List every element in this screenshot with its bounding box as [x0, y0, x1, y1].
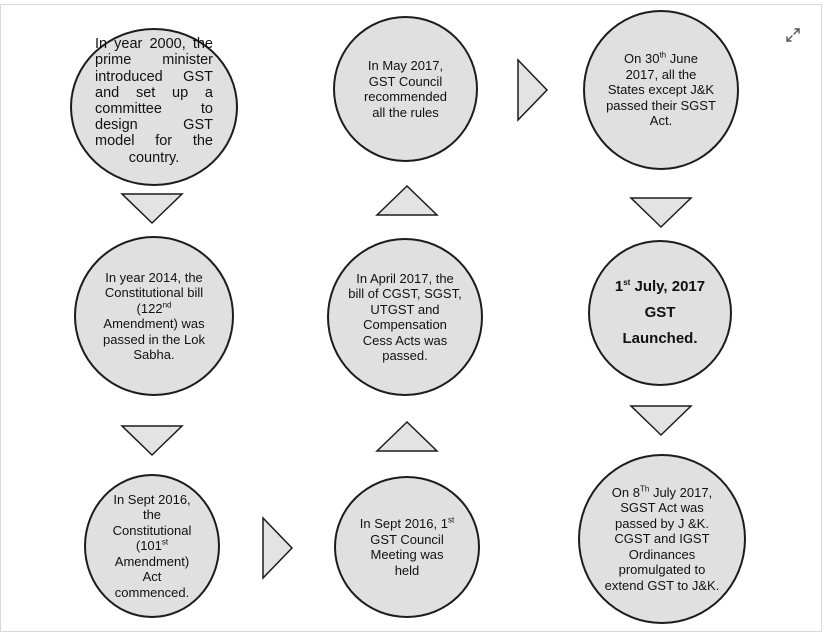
arrow-right-2: [517, 58, 549, 122]
arrow-down-3: [629, 197, 693, 229]
node-2000-text: In year 2000, the prime minister introdu…: [95, 36, 213, 166]
arrow-right-1: [262, 516, 294, 580]
node-8-july-text: On 8Th July 2017, SGST Act was passed by…: [604, 484, 720, 593]
diagram-frame: [0, 4, 822, 632]
arrow-down-2: [120, 425, 184, 457]
node-may-2017-rules-recommended: In May 2017, GST Council recommended all…: [333, 16, 478, 162]
arrow-up-2: [375, 184, 439, 216]
node-2014-text: In year 2014, the Constitutional bill (1…: [103, 269, 205, 363]
node-april-2017-bills-passed: In April 2017, the bill of CGST, SGST, U…: [327, 238, 483, 396]
node-30-june-text: On 30th June 2017, all the States except…: [606, 50, 716, 129]
node-april-2017-text: In April 2017, the bill of CGST, SGST, U…: [348, 270, 462, 364]
node-may-2017-text: In May 2017, GST Council recommended all…: [363, 58, 448, 120]
arrow-down-4: [629, 405, 693, 437]
arrow-up-1: [375, 420, 439, 452]
node-gst-launched: 1st July, 2017 GST Launched.: [588, 240, 732, 386]
node-gst-launched-text: 1st July, 2017 GST Launched.: [614, 278, 706, 347]
node-8-july-2017-jk: On 8Th July 2017, SGST Act was passed by…: [578, 454, 746, 624]
node-council-meeting-text: In Sept 2016, 1st GST Council Meeting wa…: [359, 515, 455, 578]
node-sept-2016-act-text: In Sept 2016, the Constitutional (101st …: [112, 491, 192, 600]
node-30-june-2017-sgst: On 30th June 2017, all the States except…: [583, 10, 739, 170]
expand-icon[interactable]: [784, 26, 802, 44]
arrow-down-1: [120, 193, 184, 225]
node-2000-gst-introduced: In year 2000, the prime minister introdu…: [70, 28, 238, 186]
node-sept-2016-council-meeting: In Sept 2016, 1st GST Council Meeting wa…: [334, 476, 480, 618]
node-2014-constitutional-bill: In year 2014, the Constitutional bill (1…: [74, 236, 234, 396]
node-sept-2016-act-commenced: In Sept 2016, the Constitutional (101st …: [84, 474, 220, 618]
